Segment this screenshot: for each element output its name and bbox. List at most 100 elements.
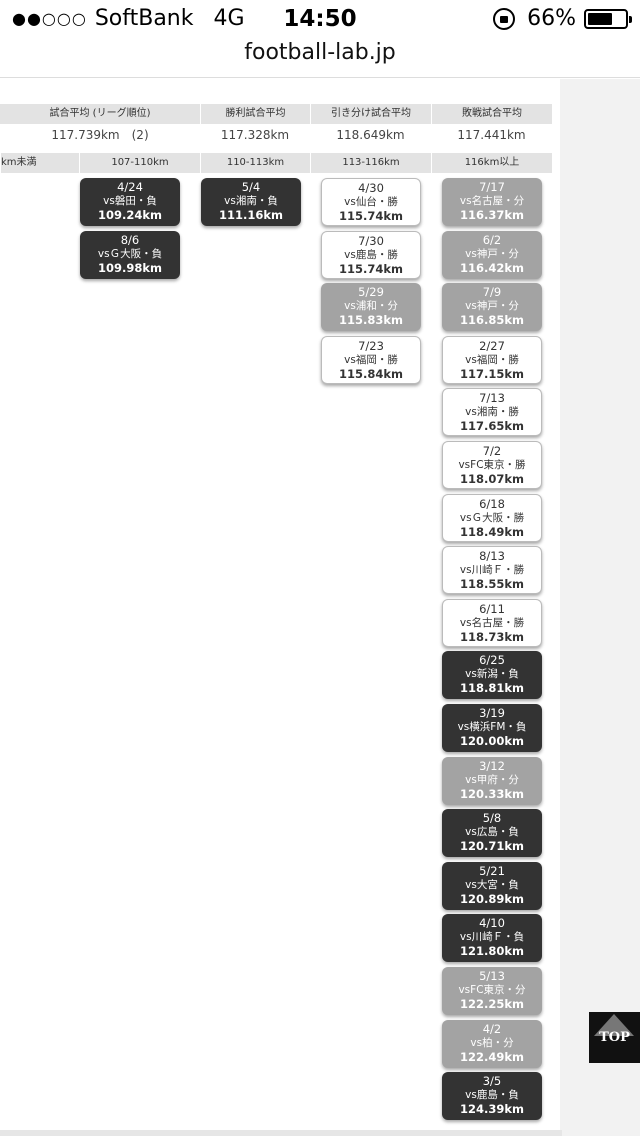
battery-percent: 66% (527, 6, 576, 31)
match-distance: 111.16km (218, 208, 283, 222)
range-107-110: 107-110km (79, 153, 200, 173)
match-opponent: vsＧ大阪・負 (97, 247, 163, 260)
header-match-average: 試合平均 (リーグ順位) (49, 108, 151, 119)
match-distance: 120.00km (459, 733, 524, 748)
network-type: 4G (213, 6, 245, 31)
match-opponent: vsＧ大阪・勝 (459, 511, 525, 524)
match-opponent: vs湘南・負 (224, 195, 278, 207)
match-distance: 118.55km (459, 577, 524, 592)
match-distance: 117.15km (459, 366, 524, 381)
match-date: 6/11 (479, 601, 505, 616)
match-distance: 115.83km (338, 313, 403, 328)
match-date: 4/24 (117, 180, 143, 194)
status-bar: ●●○○○ SoftBank 4G 14:50 66% (0, 0, 640, 40)
page-side-margin (560, 79, 640, 1136)
page-bottom-bar (0, 1130, 562, 1136)
match-distance: 120.33km (459, 786, 524, 801)
match-opponent: vs名古屋・分 (459, 195, 525, 207)
header-win-average: 勝利試合平均 (200, 104, 310, 124)
match-opponent: vsFC東京・分 (458, 983, 526, 996)
match-distance: 120.71km (459, 839, 524, 854)
match-distance: 116.85km (459, 313, 524, 328)
match-distance: 116.42km (459, 260, 524, 275)
range-116-plus: 116km以上 (431, 153, 552, 173)
match-opponent: vs甲府・分 (465, 773, 519, 786)
match-distance: 116.37km (459, 208, 524, 222)
battery-icon (584, 8, 632, 29)
match-date: 3/5 (482, 1074, 502, 1089)
match-opponent: vs新潟・負 (465, 668, 519, 681)
match-date: 7/30 (358, 233, 384, 248)
match-date: 4/30 (358, 181, 384, 195)
match-opponent: vs川崎Ｆ・負 (459, 931, 525, 944)
match-distance: 109.24km (97, 208, 162, 222)
match-distance: 118.07km (459, 471, 524, 486)
match-distance: 118.81km (459, 681, 524, 696)
match-opponent: vs福岡・勝 (465, 353, 519, 366)
match-date: 6/2 (482, 232, 502, 247)
match-opponent: vs柏・分 (470, 1036, 514, 1049)
match-date: 3/12 (479, 758, 505, 773)
match-opponent: vs神戸・分 (465, 247, 519, 260)
match-date: 5/8 (482, 811, 502, 826)
match-opponent: vs鹿島・勝 (344, 248, 398, 261)
match-date: 5/29 (358, 285, 384, 300)
distance-range-header: km未満 107-110km 110-113km 113-116km 116km… (0, 153, 552, 173)
carrier-name: SoftBank (94, 6, 194, 31)
value-loss-average: 117.441km (457, 128, 526, 142)
match-date: 8/6 (120, 232, 140, 247)
header-loss-average: 敗戦試合平均 (431, 104, 552, 124)
header-draw-average: 引き分け試合平均 (310, 104, 431, 124)
arrow-up-icon (594, 1014, 634, 1036)
match-opponent: vs福岡・勝 (344, 353, 398, 366)
match-opponent: vs大宮・負 (465, 878, 519, 891)
match-opponent: vs神戸・分 (465, 300, 519, 313)
match-date: 6/25 (479, 653, 505, 668)
value-match-average: 117.739km (2) (51, 128, 149, 142)
stats-value-row: 117.739km (2) 117.328km 118.649km 117.44… (0, 124, 552, 146)
match-date: 2/27 (479, 338, 505, 353)
value-win-average: 117.328km (220, 128, 290, 142)
match-distance: 124.39km (459, 1102, 524, 1117)
match-date: 5/4 (241, 180, 261, 194)
match-distance: 117.65km (459, 419, 524, 434)
address-bar[interactable]: football-lab.jp (0, 40, 640, 78)
back-to-top-button[interactable]: TOP (589, 1012, 640, 1063)
match-date: 7/23 (358, 338, 384, 353)
match-distance: 121.80km (459, 944, 524, 959)
range-113-116: 113-116km (310, 153, 431, 173)
signal-strength-icon: ●●○○○ (12, 9, 87, 28)
match-opponent: vsFC東京・勝 (458, 458, 526, 471)
match-date: 7/9 (482, 285, 502, 300)
match-distance: 122.49km (459, 1049, 524, 1064)
